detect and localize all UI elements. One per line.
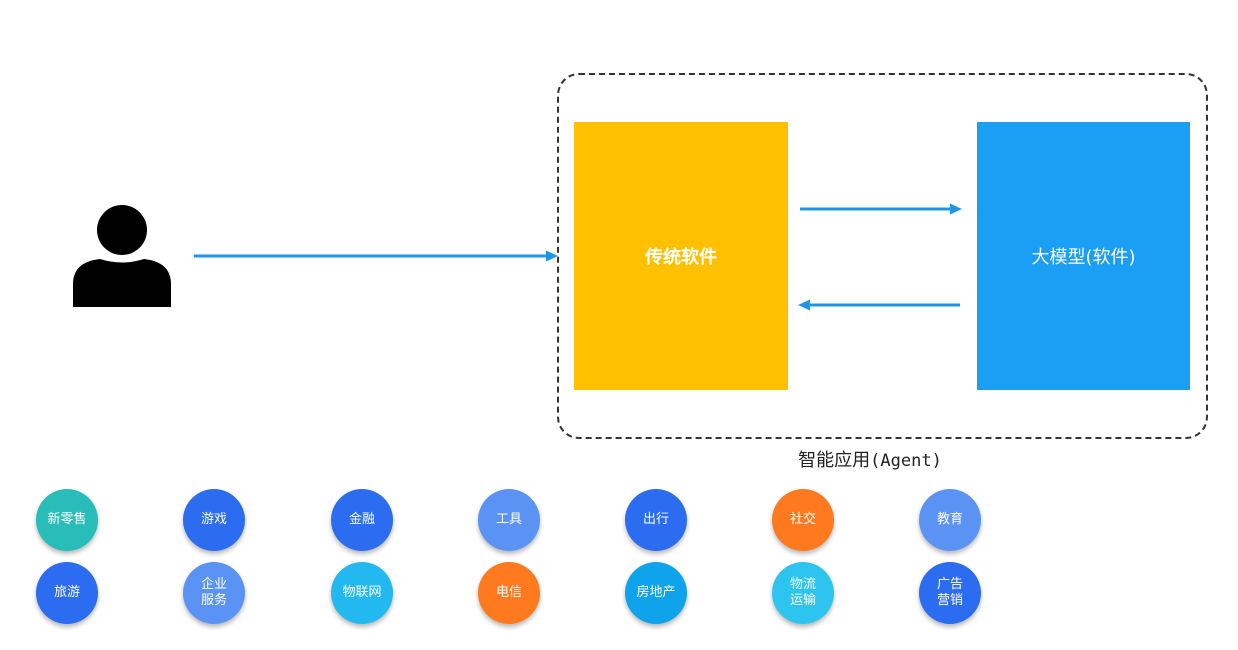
large-model-label: 大模型(软件) [1031, 247, 1136, 268]
industry-label: 房地产 [636, 585, 676, 600]
industry-circle: 房地产 [625, 562, 687, 624]
industry-circle: 旅游 [36, 562, 98, 624]
industry-circle: 企业 服务 [183, 562, 245, 624]
industry-label: 社交 [789, 512, 816, 527]
industry-label: 物流 运输 [789, 577, 816, 608]
industry-label: 工具 [495, 512, 522, 527]
industry-circle: 教育 [919, 489, 981, 551]
industry-circle: 新零售 [36, 489, 98, 551]
traditional-software-label: 传统软件 [645, 247, 717, 268]
industry-label: 金融 [348, 512, 375, 527]
agent-container [557, 73, 1208, 439]
industry-circle: 社交 [772, 489, 834, 551]
industry-circle: 工具 [478, 489, 540, 551]
industry-circle: 游戏 [183, 489, 245, 551]
industry-label: 广告 营销 [936, 577, 963, 608]
industry-label: 物联网 [342, 585, 382, 600]
industry-circle: 金融 [331, 489, 393, 551]
industry-circle: 广告 营销 [919, 562, 981, 624]
user-to-software-arrow [194, 250, 558, 262]
industry-label: 新零售 [47, 512, 87, 527]
large-model-block: 大模型(软件) [977, 122, 1190, 390]
agent-caption: 智能应用(Agent) [760, 446, 980, 472]
industry-label: 出行 [642, 512, 669, 527]
industry-circle: 出行 [625, 489, 687, 551]
industry-circle: 电信 [478, 562, 540, 624]
industry-circle: 物流 运输 [772, 562, 834, 624]
agent-caption-cn: 智能应用 [798, 450, 871, 471]
industry-circle: 物联网 [331, 562, 393, 624]
industry-label: 企业 服务 [200, 577, 227, 608]
industry-label: 旅游 [53, 585, 80, 600]
industry-label: 游戏 [200, 512, 227, 527]
industry-label: 教育 [936, 512, 963, 527]
user-icon [73, 205, 171, 307]
agent-caption-en: (Agent) [870, 451, 942, 471]
industry-label: 电信 [495, 585, 522, 600]
traditional-software-block: 传统软件 [574, 122, 788, 390]
